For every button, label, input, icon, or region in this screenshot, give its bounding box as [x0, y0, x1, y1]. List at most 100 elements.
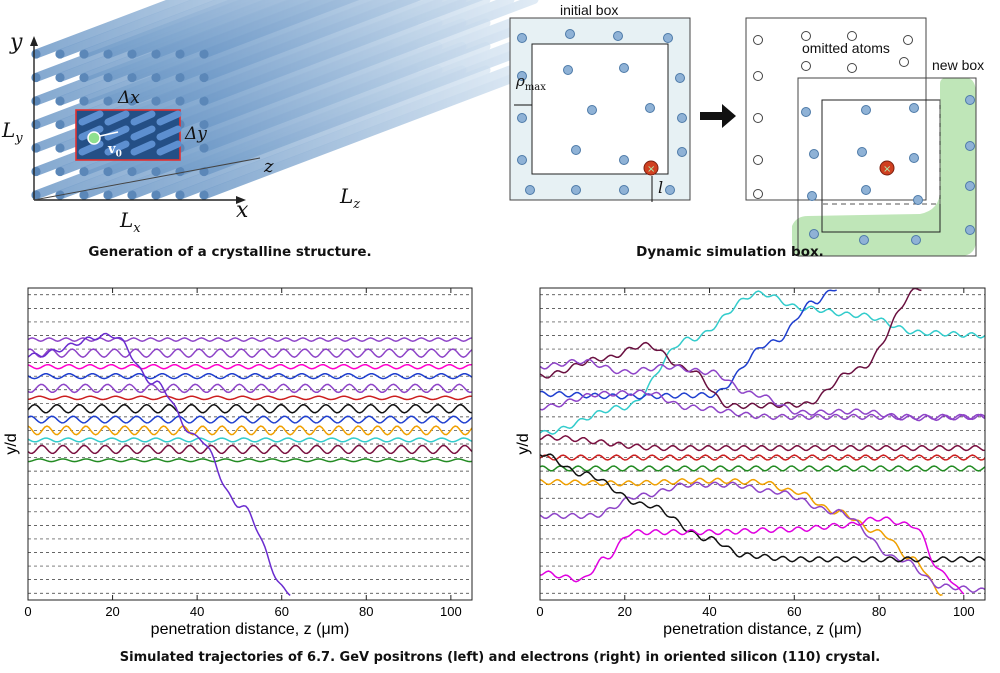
atom-end: [103, 190, 113, 200]
trajectory-line: [540, 516, 965, 595]
cell-rod: [156, 110, 182, 126]
x-axis-title: penetration distance, z (μm): [663, 621, 862, 638]
atomic-rod: [151, 42, 491, 176]
trajectory-line: [540, 481, 985, 593]
cell-rod: [104, 110, 130, 126]
cell-rod: [130, 140, 156, 156]
trajectory-line: [28, 458, 472, 463]
transition-arrow-icon: [700, 104, 736, 128]
x-tick-label: 20: [618, 604, 632, 619]
atom-end: [103, 166, 113, 177]
rho-max-label: ρmax: [516, 72, 546, 93]
x-axis-arrow: [236, 196, 246, 204]
atomic-rod: [127, 0, 288, 59]
x-tick-label: 0: [24, 604, 31, 619]
atomic-rod: [55, 0, 216, 59]
atom-end: [127, 166, 137, 177]
atom-end: [199, 96, 209, 106]
atom-end: [151, 166, 161, 177]
atom: [645, 103, 655, 113]
y-axis-title: y/d: [515, 433, 532, 454]
atom: [965, 141, 975, 151]
atom: [517, 71, 527, 81]
atom-end: [31, 49, 41, 59]
atomic-rod: [175, 0, 460, 106]
omitted-atom: [753, 155, 763, 165]
atom-end: [127, 190, 137, 200]
cell-rod: [78, 110, 104, 126]
atom: [909, 153, 919, 163]
x-tick-label: 0: [536, 604, 543, 619]
x-tick-label: 40: [190, 604, 204, 619]
y-axis-title: y/d: [3, 433, 20, 454]
old-box-outline: [745, 17, 927, 201]
trajectory-line: [28, 337, 472, 342]
trajectory-line: [28, 395, 472, 401]
atomic-rod: [175, 0, 336, 59]
Lz-label: Lz: [340, 184, 361, 212]
trajectory-line: [540, 389, 985, 421]
atomic-rod: [151, 0, 312, 59]
atom-end: [31, 190, 41, 200]
velocity-arrow: [99, 131, 119, 137]
atom: [965, 95, 975, 105]
atom: [525, 185, 535, 195]
trajectory-line: [540, 453, 985, 563]
x-tick-label: 100: [953, 604, 975, 619]
atom-end: [55, 119, 65, 130]
atom: [857, 147, 867, 157]
panel-crystal-structure: y x z Ly Lx Lz Δx Δy v0 Generation of a …: [0, 0, 539, 270]
atom-end: [127, 49, 137, 59]
atom-end: [55, 166, 65, 177]
caption-crystal: Generation of a crystalline structure.: [88, 244, 372, 260]
trajectory-line: [540, 465, 985, 472]
omitted-atom: [801, 61, 811, 71]
x-tick-label: 40: [702, 604, 716, 619]
atom: [517, 113, 527, 123]
atom-end: [151, 190, 161, 200]
atomic-rod: [175, 65, 515, 200]
atom: [619, 155, 629, 165]
trajectory-line: [28, 332, 291, 596]
atom: [675, 73, 685, 83]
trajectory-line: [540, 454, 985, 461]
panel-simulation-box: ×× initial box ρmax l omitted atoms new …: [500, 0, 1000, 270]
atomic-rod: [151, 0, 374, 82]
atom-end: [55, 96, 65, 106]
trajectory-line: [28, 444, 472, 455]
atom-end: [79, 72, 89, 83]
atom: [807, 191, 817, 201]
atom-end: [103, 49, 113, 59]
atom-end: [175, 72, 185, 83]
atom: [909, 103, 919, 113]
atom: [861, 105, 871, 115]
trajectory-line: [540, 289, 837, 400]
l-label: l: [658, 178, 664, 197]
x-tick-label: 60: [274, 604, 288, 619]
trajectory-line: [28, 348, 472, 359]
atomic-rod: [151, 18, 491, 153]
atomic-rod: [199, 42, 539, 176]
trajectory-line: [540, 290, 985, 435]
x-tick-label: 100: [440, 604, 462, 619]
atomic-rod: [199, 65, 539, 200]
cell-rod: [156, 125, 182, 141]
atomic-rod: [175, 0, 398, 82]
new-box-label: new box: [932, 57, 985, 73]
probe-particle-icon: [643, 160, 659, 176]
atom-end: [175, 190, 185, 200]
omitted-atom: [903, 35, 913, 45]
atom: [861, 185, 871, 195]
new-box-outer: [797, 77, 977, 257]
cell-rod: [156, 140, 182, 156]
x-tick-label: 80: [359, 604, 373, 619]
atom: [965, 181, 975, 191]
v0-label: v0: [108, 142, 122, 160]
atom-end: [151, 49, 161, 59]
y-axis-label: y: [10, 30, 23, 55]
atomic-rod: [151, 0, 491, 129]
atom-end: [31, 166, 41, 177]
omitted-atom: [847, 63, 857, 73]
simulation-box-diagram: ××: [509, 17, 977, 257]
